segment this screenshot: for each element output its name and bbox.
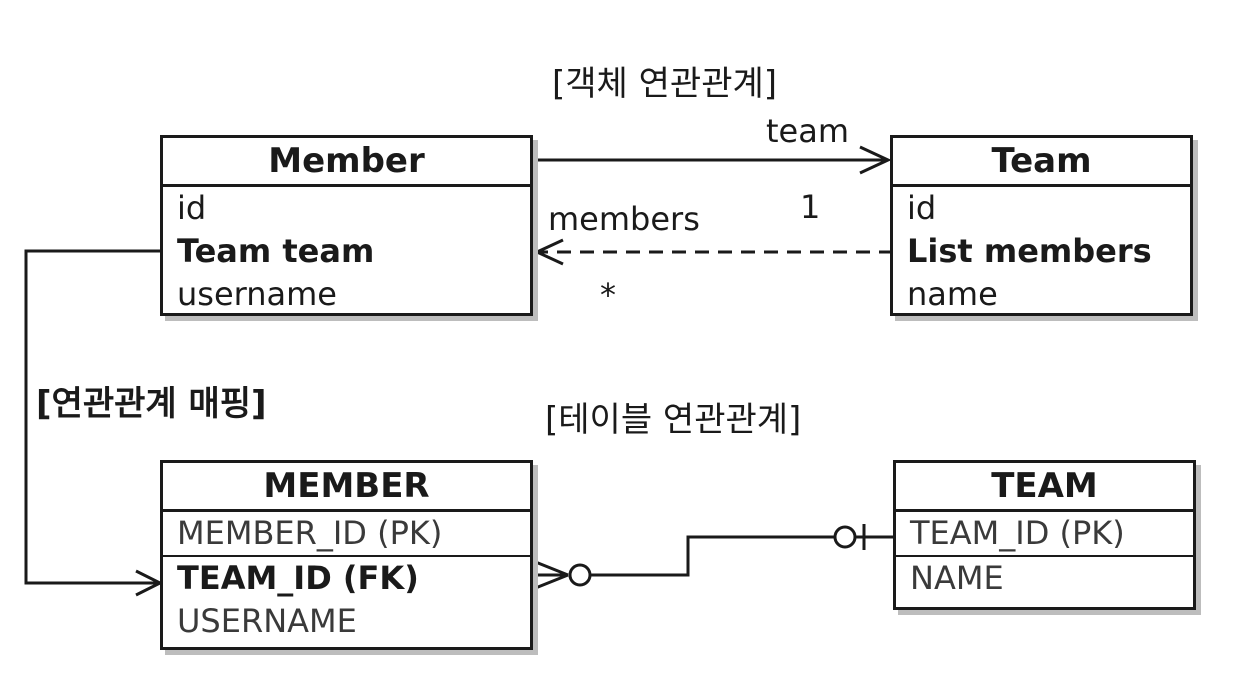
team-field-id: id — [907, 189, 937, 227]
members-ref-label: members — [548, 200, 700, 238]
team-column-name: NAME — [910, 559, 1004, 597]
member-table-box: MEMBER MEMBER_ID (PK) TEAM_ID (FK) USERN… — [160, 460, 533, 650]
member-field-username: username — [177, 275, 337, 313]
members-association-arrowhead — [533, 238, 564, 266]
member-table-name: MEMBER — [163, 463, 530, 512]
zero-circle-member-side — [568, 563, 592, 587]
team-entity-box: Team id List members name — [890, 135, 1193, 316]
table-relationship-line — [590, 535, 835, 577]
multiplicity-many-label: * — [600, 276, 616, 314]
team-table-box: TEAM TEAM_ID (PK) NAME — [893, 460, 1196, 610]
team-association-arrowhead — [859, 145, 892, 175]
crows-foot-upper — [532, 559, 569, 577]
team-table-name: TEAM — [896, 463, 1193, 512]
member-column-username: USERNAME — [177, 602, 357, 640]
member-field-team: Team team — [177, 232, 375, 270]
team-ref-label: team — [766, 112, 850, 150]
member-column-team-id: TEAM_ID (FK) — [177, 559, 419, 597]
table-relation-title: [테이블 연관관계] — [545, 400, 802, 440]
team-field-name: name — [907, 275, 998, 313]
member-entity-name: Member — [163, 138, 530, 187]
member-column-member-id: MEMBER_ID (PK) — [163, 512, 530, 557]
crows-foot-lower — [532, 573, 569, 591]
team-field-members: List members — [907, 232, 1152, 270]
member-field-id: id — [177, 189, 207, 227]
zero-circle-team-side — [833, 525, 857, 549]
multiplicity-one-label: 1 — [800, 188, 821, 226]
team-entity-name: Team — [893, 138, 1190, 187]
team-column-team-id: TEAM_ID (PK) — [896, 512, 1193, 557]
mapping-line — [24, 249, 162, 585]
member-entity-box: Member id Team team username — [160, 135, 533, 316]
object-relation-title: [객체 연관관계] — [552, 64, 778, 104]
mapping-title: [연관관계 매핑] — [36, 384, 267, 424]
